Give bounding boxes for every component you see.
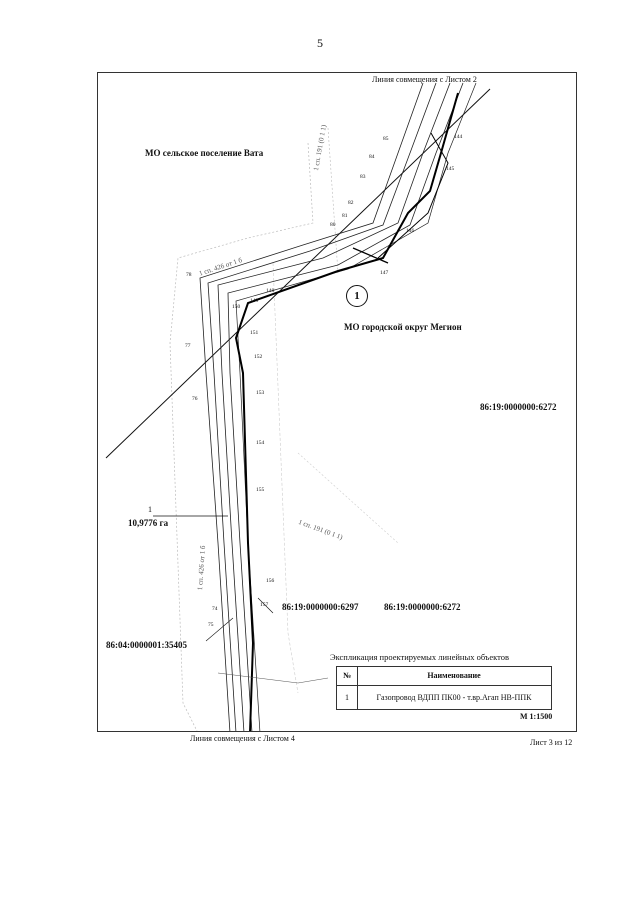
grid-line-2 [297, 452, 399, 544]
legend-col-name: Наименование [427, 671, 481, 680]
point-153: 153 [256, 390, 265, 396]
point-80: 80 [330, 222, 336, 228]
edge-bottom-label: Линия совмещения с Листом 4 [190, 734, 295, 743]
corridor-line-5 [235, 82, 477, 731]
long-diagonal-line [105, 88, 491, 459]
leader-35405 [205, 617, 234, 642]
legend-header: № Наименование [337, 667, 551, 686]
corridor-line-1 [199, 82, 424, 731]
point-157: 157 [260, 602, 269, 608]
edge-top-label: Линия совмещения с Листом 2 [372, 75, 477, 84]
cadastral-35405: 86:04:0000001:35405 [106, 640, 187, 650]
legend-row: 1 Газопровод ВДПП ПК00 - т.вр.Агап НВ-ПП… [337, 686, 551, 710]
area-megion-label: МО городской округ Мегион [344, 322, 462, 332]
point-148: 148 [266, 288, 275, 294]
point-152: 152 [254, 354, 263, 360]
cadastral-6272-lower: 86:19:0000000:6272 [384, 602, 461, 612]
boundary-outline-2 [272, 262, 299, 694]
leader-6297 [257, 597, 274, 614]
point-83: 83 [360, 174, 366, 180]
boundary-outline [169, 142, 314, 731]
point-84: 84 [369, 154, 375, 160]
area-vata-label: МО сельское поселение Вата [145, 148, 264, 158]
point-154: 154 [256, 440, 265, 446]
point-156: 156 [266, 578, 275, 584]
sheet-label: Лист 3 из 12 [530, 738, 573, 747]
point-74: 74 [212, 606, 218, 612]
point-145: 145 [446, 166, 455, 172]
point-75: 75 [208, 622, 214, 628]
parcel-number: 1 [148, 505, 152, 514]
cadastral-6297: 86:19:0000000:6297 [282, 602, 359, 612]
page-number: 5 [317, 36, 323, 50]
legend-title: Экспликация проектируемых линейных объек… [330, 652, 509, 662]
point-147: 147 [380, 270, 389, 276]
pipeline-branch [352, 247, 389, 264]
legend-table: № Наименование 1 Газопровод ВДПП ПК00 - … [336, 666, 552, 710]
map-frame [97, 72, 577, 732]
legend-row-name: Газопровод ВДПП ПК00 - т.вр.Агап НВ-ППК [376, 693, 532, 702]
point-150: 150 [232, 304, 241, 310]
point-146: 146 [406, 228, 415, 234]
point-149: 149 [250, 298, 259, 304]
point-144: 144 [454, 134, 463, 140]
legend-col-num: № [337, 667, 358, 685]
point-82: 82 [348, 200, 354, 206]
point-76: 76 [192, 396, 198, 402]
crossing-lines [217, 672, 329, 684]
point-77: 77 [185, 343, 191, 349]
pipeline-route [234, 92, 459, 731]
point-155: 155 [256, 487, 265, 493]
point-85: 85 [383, 136, 389, 142]
corridor-line-3 [217, 82, 451, 731]
corridor-line-4 [227, 82, 464, 731]
parcel-area: 10,9776 га [128, 518, 169, 528]
map-drawing [105, 82, 491, 731]
legend-row-num: 1 [337, 686, 358, 710]
junction-lines [377, 132, 449, 259]
point-81: 81 [342, 213, 348, 219]
corridor-line-2 [207, 82, 437, 731]
scale-label: М 1:1500 [520, 712, 553, 721]
grid-line [327, 127, 339, 274]
route-marker: 1 [346, 285, 368, 307]
point-78: 78 [186, 272, 192, 278]
point-151: 151 [250, 330, 259, 336]
cadastral-6272-upper: 86:19:0000000:6272 [480, 402, 557, 412]
